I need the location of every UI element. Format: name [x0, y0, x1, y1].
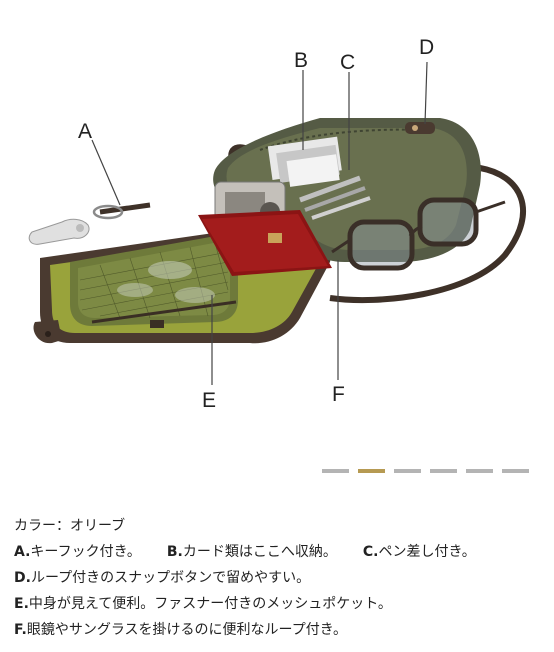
product-description: カラー：オリーブ A.キーフック付き。 B.カード類はここへ収納。 C.ペン差し付き…	[14, 513, 544, 643]
feature-line-f: F.眼鏡やサングラスを掛けるのに便利なループ付き。	[14, 617, 544, 643]
feature-b-text: カード類はここへ収納。	[182, 544, 337, 560]
key-ring	[28, 202, 151, 245]
feature-b-letter: B.	[166, 544, 183, 560]
feature-f-text: 眼鏡やサングラスを掛けるのに便利なループ付き。	[26, 622, 348, 638]
color-line: カラー：オリーブ	[14, 518, 126, 534]
callout-lines	[91, 61, 428, 385]
feature-f-letter: F.	[14, 622, 27, 638]
feature-c-text: ペン差し付き。	[378, 544, 476, 560]
callout-b: B	[294, 49, 308, 72]
pager-dot-6[interactable]	[502, 469, 529, 473]
pager-dot-2[interactable]	[358, 469, 385, 473]
zipper-pull	[150, 320, 164, 328]
callout-f: F	[332, 383, 345, 406]
feature-e-letter: E.	[14, 596, 29, 612]
pager-dot-4[interactable]	[430, 469, 457, 473]
shoulder-strap	[329, 165, 526, 304]
feature-a-letter: A.	[14, 544, 31, 560]
callout-e: E	[202, 389, 216, 412]
eyeglasses	[331, 197, 506, 271]
card-slots	[267, 136, 342, 187]
callout-c: C	[340, 51, 355, 74]
feature-line-d: D.ループ付きのスナップボタンで留めやすい。	[14, 565, 544, 591]
feature-e-text: 中身が見えて便利。ファスナー付きのメッシュポケット。	[28, 596, 392, 612]
callout-d: D	[419, 36, 434, 59]
feature-line-abc: A.キーフック付き。 B.カード類はここへ収納。 C.ペン差し付き。	[14, 539, 544, 565]
pager-dot-3[interactable]	[394, 469, 421, 473]
feature-c-letter: C.	[362, 544, 379, 560]
pens	[299, 175, 371, 220]
feature-d-letter: D.	[14, 570, 31, 586]
key	[28, 218, 90, 245]
product-image: A B C D E F	[28, 36, 526, 412]
image-pager	[322, 469, 529, 473]
feature-a-text: キーフック付き。	[30, 544, 141, 560]
pager-dot-5[interactable]	[466, 469, 493, 473]
feature-line-e: E.中身が見えて便利。ファスナー付きのメッシュポケット。	[14, 591, 544, 617]
snap-button-loop	[405, 122, 435, 134]
passport	[198, 210, 332, 276]
feature-d-text: ループ付きのスナップボタンで留めやすい。	[30, 570, 311, 586]
callout-a: A	[78, 120, 92, 143]
pager-dot-1[interactable]	[322, 469, 349, 473]
product-illustration: A B C D E F	[28, 36, 526, 412]
mesh-pocket	[70, 232, 238, 328]
